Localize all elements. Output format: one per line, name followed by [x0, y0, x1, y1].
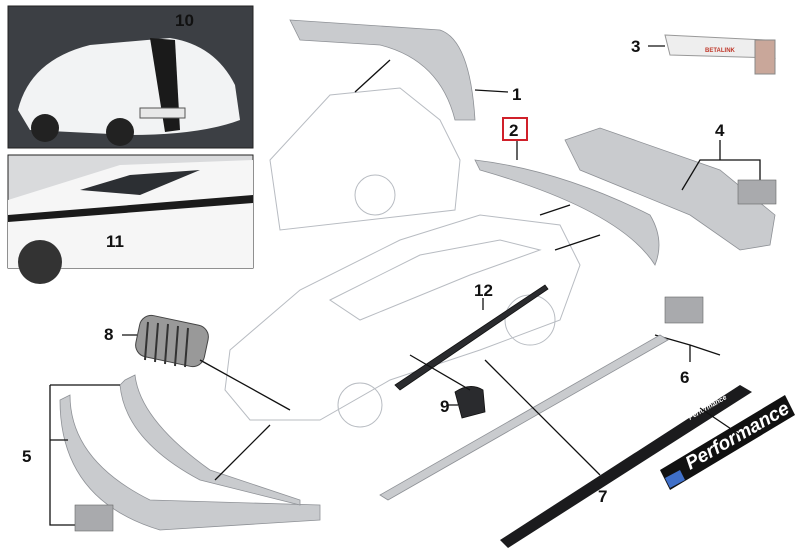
callout-4: 4 [715, 121, 725, 140]
callout-8: 8 [104, 325, 113, 344]
part-trunk-spoiler[interactable] [474, 159, 660, 266]
part-side-skirt[interactable] [379, 334, 669, 501]
hardware-box-4 [737, 179, 777, 205]
part-side-trim[interactable] [394, 284, 549, 391]
photo-side-stripe[interactable] [7, 154, 254, 284]
callout-11: 11 [106, 232, 124, 251]
callout-9: 9 [440, 397, 449, 416]
callout-5: 5 [22, 447, 31, 466]
callout-3: 3 [631, 37, 640, 56]
callout-2[interactable]: 2 [509, 121, 518, 140]
highlight-box [502, 117, 528, 141]
part-adhesive-kit[interactable]: BETALINK [664, 34, 776, 75]
callout-7: 7 [598, 487, 607, 506]
callout-10: 10 [175, 11, 194, 30]
part-front-splitter[interactable] [59, 374, 321, 531]
svg-text:BETALINK: BETALINK [705, 48, 736, 54]
callout-1: 1 [512, 85, 521, 104]
part-mirror-cap[interactable] [454, 386, 486, 419]
part-roof-spoiler[interactable] [289, 19, 476, 121]
callout-6: 6 [680, 368, 689, 387]
photo-hood-stripe[interactable] [7, 5, 254, 149]
part-rear-diffuser[interactable] [564, 127, 776, 251]
part-kidney-grille[interactable] [133, 313, 210, 369]
hardware-box-6 [664, 296, 704, 324]
sedan-outline [224, 214, 581, 428]
wagon-outline [269, 87, 461, 231]
callout-12: 12 [474, 281, 493, 300]
hardware-box-5 [74, 504, 114, 532]
